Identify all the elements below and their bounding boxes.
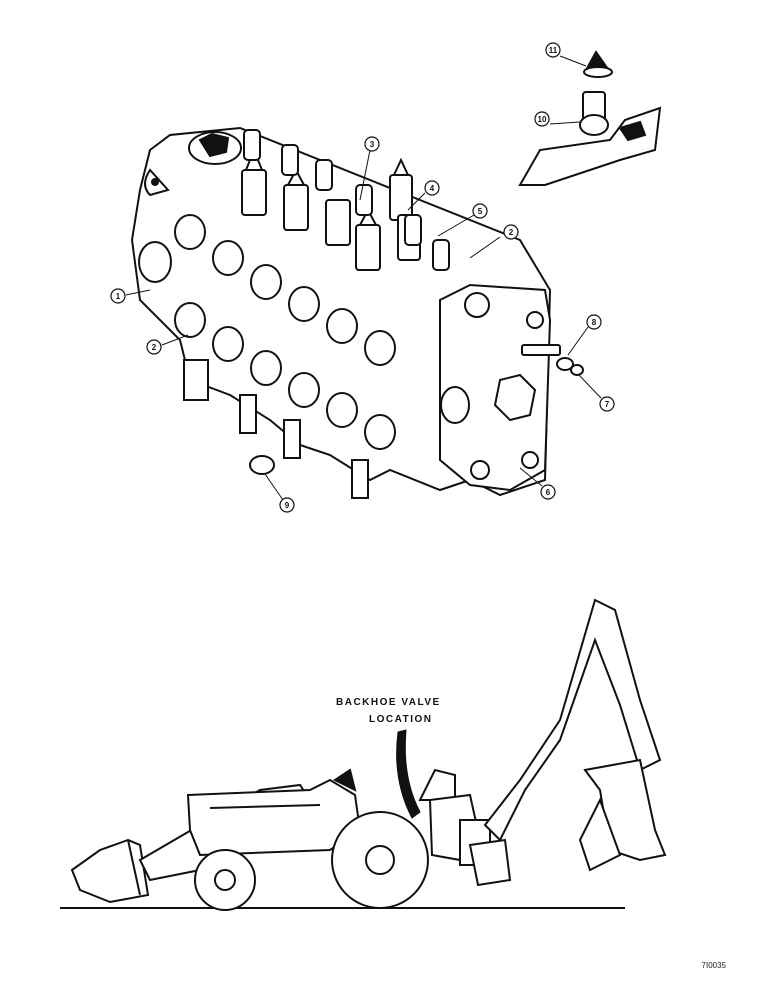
caption-line-2: LOCATION (369, 714, 433, 725)
callout-10: 10 (534, 111, 550, 127)
callout-2-right: 2 (503, 224, 519, 240)
callout-6: 6 (540, 484, 556, 500)
callout-3: 3 (364, 136, 380, 152)
callout-8: 8 (586, 314, 602, 330)
svg-text:5: 5 (478, 207, 483, 216)
callout-9: 9 (279, 497, 295, 513)
svg-text:10: 10 (538, 115, 547, 124)
caption-line-1: BACKHOE VALVE (336, 697, 441, 708)
detail-parts-10-11 (518, 50, 662, 186)
reference-code: 7I0035 (701, 961, 726, 970)
valve-assembly (130, 126, 584, 499)
svg-text:2: 2 (509, 228, 514, 237)
backhoe-tractor (60, 598, 667, 911)
svg-text:7: 7 (605, 400, 610, 409)
svg-text:8: 8 (592, 318, 597, 327)
callout-11: 11 (545, 42, 561, 58)
callout-1: 1 (110, 288, 126, 304)
callout-2-left: 2 (146, 339, 162, 355)
callout-7: 7 (599, 396, 615, 412)
svg-text:9: 9 (285, 501, 290, 510)
svg-text:4: 4 (430, 184, 435, 193)
svg-text:11: 11 (549, 46, 558, 55)
svg-text:1: 1 (116, 292, 121, 301)
svg-text:2: 2 (152, 343, 157, 352)
leader-lines (125, 55, 602, 501)
callout-4: 4 (424, 180, 440, 196)
location-pointer-arrow (396, 729, 421, 819)
callout-5: 5 (472, 203, 488, 219)
svg-text:3: 3 (370, 140, 375, 149)
svg-text:6: 6 (546, 488, 551, 497)
